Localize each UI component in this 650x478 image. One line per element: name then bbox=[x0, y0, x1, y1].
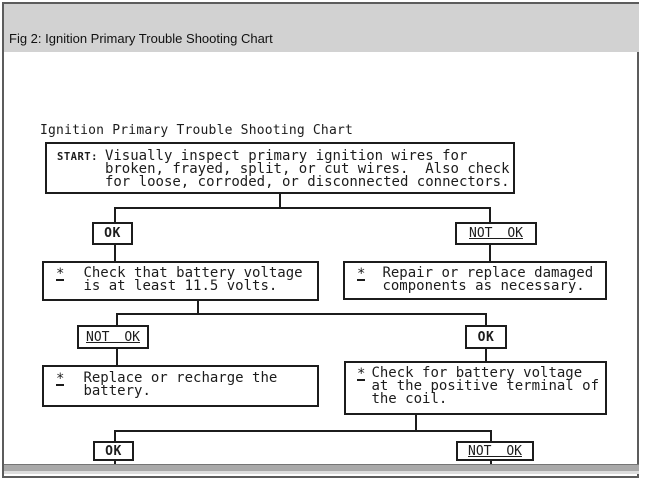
repair-text: Repair or replace damaged components as … bbox=[382, 265, 594, 294]
coil-check-text: Check for battery voltage at the positiv… bbox=[371, 365, 600, 407]
tag-ok-1: OK bbox=[92, 222, 133, 245]
window-bottom-edge-highlight bbox=[4, 471, 639, 474]
window-title-bar: Fig 2: Ignition Primary Trouble Shooting… bbox=[4, 4, 639, 52]
tag-ok-2: OK bbox=[465, 325, 507, 349]
footnote-asterisk: * bbox=[56, 266, 65, 282]
connector-start-down bbox=[279, 193, 281, 209]
battery-check-box: * Check that battery voltage is at least… bbox=[42, 261, 319, 301]
connector-battery-down bbox=[197, 301, 199, 315]
recharge-box: * Replace or recharge the battery. bbox=[42, 365, 319, 407]
coil-check-box: * Check for battery voltage at the posit… bbox=[344, 361, 607, 415]
repair-box: * Repair or replace damaged components a… bbox=[343, 261, 607, 300]
connector-branch-3 bbox=[114, 430, 492, 432]
start-box: START: Visually inspect primary ignition… bbox=[45, 142, 515, 194]
start-text: Visually inspect primary ignition wires … bbox=[104, 148, 510, 190]
connector-coil-down bbox=[415, 415, 417, 432]
chart-title: Ignition Primary Trouble Shooting Chart bbox=[40, 123, 354, 138]
window-title: Fig 2: Ignition Primary Trouble Shooting… bbox=[9, 31, 273, 46]
tag-ok-3: OK bbox=[93, 441, 134, 461]
tag-not-ok-3: NOT OK bbox=[456, 441, 534, 461]
footnote-asterisk: * bbox=[56, 371, 65, 387]
tag-not-ok-1: NOT OK bbox=[455, 222, 537, 245]
tag-not-ok-2: NOT OK bbox=[77, 325, 149, 349]
battery-check-text: Check that battery voltage is at least 1… bbox=[83, 265, 303, 294]
connector-branch-1 bbox=[114, 207, 491, 209]
connector-branch-2 bbox=[116, 313, 487, 315]
window-bottom-edge bbox=[4, 464, 639, 472]
recharge-text: Replace or recharge the battery. bbox=[83, 370, 278, 399]
footnote-asterisk: * bbox=[357, 366, 366, 382]
start-label: START: bbox=[57, 151, 98, 163]
footnote-asterisk: * bbox=[357, 266, 366, 282]
